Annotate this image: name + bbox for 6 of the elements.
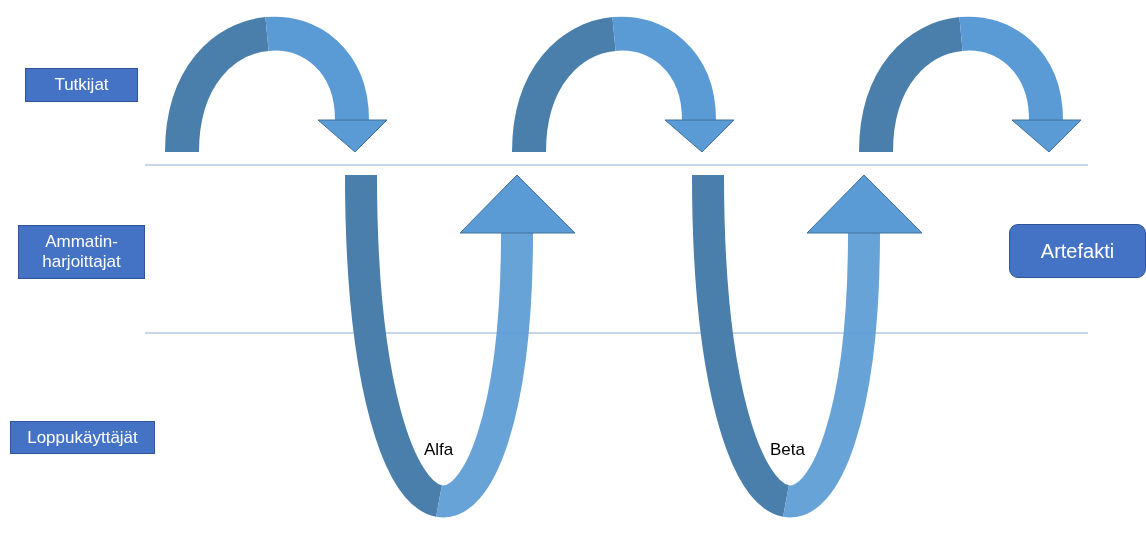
lane-label: Ammatin- harjoittajat bbox=[18, 225, 145, 279]
lane-label: Tutkijat bbox=[25, 68, 138, 102]
lane-label: Loppukäyttäjät bbox=[10, 421, 155, 454]
stage-label: Beta bbox=[770, 440, 805, 460]
stage-label: Alfa bbox=[424, 440, 454, 460]
artifact-box: Artefakti bbox=[1009, 224, 1146, 278]
